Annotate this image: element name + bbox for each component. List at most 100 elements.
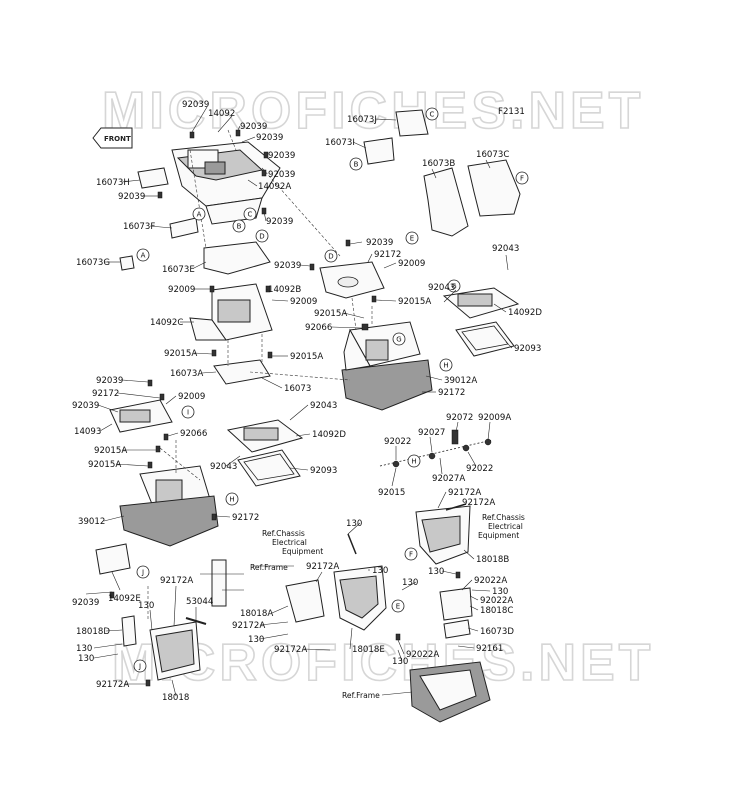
part-label: 92172A: [96, 680, 129, 690]
callout-h-2-label: H: [411, 458, 416, 466]
part-label: 92043: [492, 244, 519, 254]
callout-h-3-label: H: [229, 496, 234, 504]
frame-bottom: [409, 661, 491, 723]
part-label: 92015A: [94, 446, 127, 456]
callout-g-2: G: [392, 332, 406, 346]
callout-b-1: B: [232, 219, 246, 233]
callout-j-2-label: J: [138, 663, 141, 671]
part-label: 16073B: [422, 159, 455, 169]
part-label: 92172: [438, 388, 465, 398]
part-label: 92039: [366, 238, 393, 248]
tray-14092d-center: [226, 419, 304, 453]
chassis-strap: [347, 503, 467, 555]
part-label: 130: [392, 657, 408, 667]
callout-b-1-label: B: [237, 223, 242, 231]
part-label: 16073H: [96, 178, 130, 188]
part-label: 16073I: [325, 138, 355, 148]
part-label: 92015A: [290, 352, 323, 362]
callout-e-1-label: E: [410, 235, 414, 243]
callout-c-1: C: [243, 207, 257, 221]
part-label: 92066: [305, 323, 332, 333]
callout-a-1-label: A: [197, 211, 202, 219]
part-label: 92039: [96, 376, 123, 386]
callout-f-1: F: [515, 171, 529, 185]
watermark-bottom: MICROFICHES.NET: [112, 634, 654, 692]
part-label: 18018A: [240, 609, 273, 619]
pad-16073b: [423, 167, 469, 237]
front-label: FRONT: [104, 135, 131, 143]
mat-16073a: [213, 359, 271, 385]
pad-16073d: [443, 619, 471, 639]
part-label: 18018E: [352, 645, 385, 655]
part-label: 14092E: [108, 594, 141, 604]
part-label: 16073J: [347, 115, 377, 125]
pad-16073g: [119, 255, 135, 271]
bracket-14093: [109, 399, 173, 433]
assembly-lines: [147, 129, 373, 620]
part-label: 92039: [118, 192, 145, 202]
part-label: 130: [428, 567, 444, 577]
part-label: 130: [372, 566, 388, 576]
part-label: 92172A: [306, 562, 339, 572]
part-label: 18018B: [476, 555, 509, 565]
part-label: 92172: [92, 389, 119, 399]
part-label: 130: [492, 587, 508, 597]
callout-h-3: H: [225, 492, 239, 506]
part-label: 16073E: [162, 265, 195, 275]
part-label: 92015A: [398, 297, 431, 307]
part-label: 92009: [398, 259, 425, 269]
callout-j-1-label: J: [141, 569, 144, 577]
cover-18018b: [415, 505, 471, 565]
part-label: 92009: [168, 285, 195, 295]
part-label: 14093: [74, 427, 101, 437]
pad-16073c: [467, 159, 521, 217]
pad-16073i: [363, 137, 395, 165]
part-label: 16073C: [476, 150, 509, 160]
ref-chassis-top-3: Equipment: [282, 547, 323, 556]
tray-14092d-right: [442, 287, 520, 319]
part-label: 18018D: [76, 627, 110, 637]
ref-chassis-mid-1: Ref.Chassis: [482, 513, 525, 522]
callout-h-1-label: H: [443, 362, 448, 370]
front-arrow-icon: FRONT: [92, 127, 133, 149]
part-label: 16073F: [123, 222, 155, 232]
leader-lines: [85, 106, 513, 697]
part-label: 92039: [240, 122, 267, 132]
callout-c-2-label: C: [430, 111, 435, 119]
fasteners: [109, 129, 461, 687]
pocket-14092b: [319, 261, 385, 299]
callout-e-1: E: [405, 231, 419, 245]
part-label: 92022A: [406, 650, 439, 660]
part-label: 92172A: [448, 488, 481, 498]
part-label: 130: [346, 519, 362, 529]
part-label: 92043: [428, 283, 455, 293]
callout-e-2: E: [391, 599, 405, 613]
part-label: 92066: [180, 429, 207, 439]
part-label: 53044: [186, 597, 213, 607]
bolt-strip-92072: [379, 429, 493, 468]
part-label: 92009: [290, 297, 317, 307]
callout-c-2: C: [425, 107, 439, 121]
console-box-39012: [119, 465, 219, 547]
part-label: 92015A: [88, 460, 121, 470]
cover-18018a: [285, 579, 325, 623]
rod-53044: [185, 617, 207, 625]
callout-c-1-label: C: [248, 211, 253, 219]
ref-chassis-mid-2: Electrical: [488, 522, 523, 531]
part-label: 92039: [274, 261, 301, 271]
part-label: 92022A: [480, 596, 513, 606]
part-label: 92072: [446, 413, 473, 423]
callout-d-1-label: D: [259, 233, 264, 241]
cover-18018e: [333, 565, 387, 631]
ref-chassis-mid-3: Equipment: [478, 531, 519, 540]
part-label: 92093: [514, 344, 541, 354]
callout-g-1-label: G: [451, 283, 456, 291]
part-label: 92022: [466, 464, 493, 474]
ref-frame-bottom: Ref.Frame: [342, 691, 380, 700]
part-label: 92039: [182, 100, 209, 110]
part-label: 14092A: [258, 182, 291, 192]
part-label: 92043: [310, 401, 337, 411]
part-label: 92027: [418, 428, 445, 438]
callout-e-2-label: E: [396, 603, 400, 611]
